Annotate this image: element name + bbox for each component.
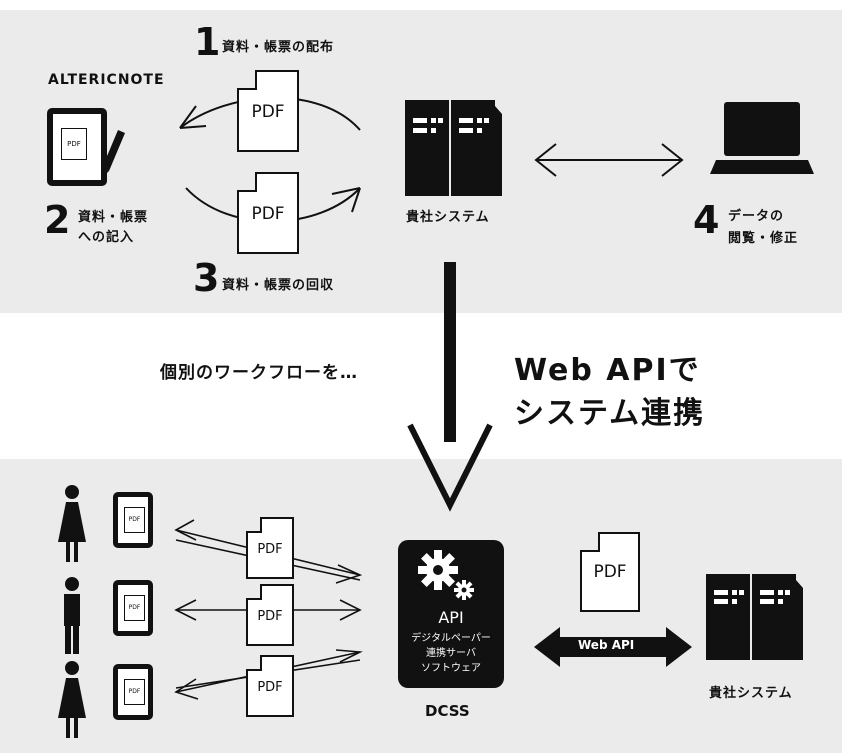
server-label: 貴社システム [709, 686, 793, 701]
app-name: ALTERICNOTE [48, 72, 165, 88]
pen-icon [102, 130, 125, 176]
tablet-doc: PDF [61, 128, 87, 160]
transition-arrow [407, 262, 493, 512]
dcss-api-label: API [438, 608, 464, 627]
pdf-label: PDF [593, 562, 627, 582]
webapi-double-arrow [534, 627, 692, 667]
dcss-server-box: API デジタルペーパー 連携サーバ ソフトウェア [398, 540, 504, 688]
pdf-document: PDF [246, 655, 294, 717]
pdf-document: PDF [580, 532, 640, 612]
dcss-line2: 連携サーバ [426, 648, 476, 659]
step-3-number: 3 [193, 256, 220, 300]
pdf-document: PDF [246, 584, 294, 646]
step-2-label-line1: 資料・帳票 [78, 210, 149, 225]
step-1-number: 1 [194, 20, 221, 64]
dcss-name: DCSS [425, 702, 470, 720]
server-label: 貴社システム [406, 210, 490, 225]
server-icon [405, 100, 502, 196]
workflow-text: 個別のワークフローを… [160, 363, 358, 383]
tablet-icon: PDF [113, 664, 153, 720]
pdf-document-distribute: PDF [237, 70, 299, 152]
pdf-label: PDF [257, 680, 283, 695]
person-female-icon [58, 485, 86, 562]
tablet-doc: PDF [124, 679, 145, 705]
laptop-icon [710, 102, 814, 174]
tablet-icon: PDF [113, 580, 153, 636]
person-female-icon [58, 661, 86, 738]
gear-icon [418, 550, 474, 600]
step-2-number: 2 [44, 198, 71, 242]
tablet-doc: PDF [124, 595, 145, 621]
tablet-icon: PDF [113, 492, 153, 548]
pdf-document: PDF [246, 517, 294, 579]
pdf-label: PDF [251, 204, 285, 224]
webapi-headline-line1: Web APIで [514, 353, 701, 388]
server-icon [706, 574, 803, 660]
webapi-arrow-label: Web API [578, 638, 635, 652]
step-4-label-line1: データの [728, 209, 785, 224]
webapi-headline-line2: システム連携 [514, 396, 706, 431]
step-1-label: 資料・帳票の配布 [222, 40, 335, 55]
step-3-label: 資料・帳票の回収 [222, 278, 335, 293]
step-2-label-line2: への記入 [78, 230, 135, 245]
step-4-label-line2: 閲覧・修正 [728, 231, 799, 246]
tablet-icon: PDF [47, 108, 107, 186]
tablet-doc: PDF [124, 507, 145, 533]
pdf-label: PDF [257, 609, 283, 624]
dcss-line3: ソフトウェア [421, 663, 481, 674]
person-male-icon [64, 577, 80, 654]
double-arrow [534, 143, 684, 177]
pdf-document-collect: PDF [237, 172, 299, 254]
dcss-line1: デジタルペーパー [411, 633, 491, 644]
pdf-label: PDF [251, 102, 285, 122]
pdf-label: PDF [257, 542, 283, 557]
step-4-number: 4 [693, 198, 720, 242]
